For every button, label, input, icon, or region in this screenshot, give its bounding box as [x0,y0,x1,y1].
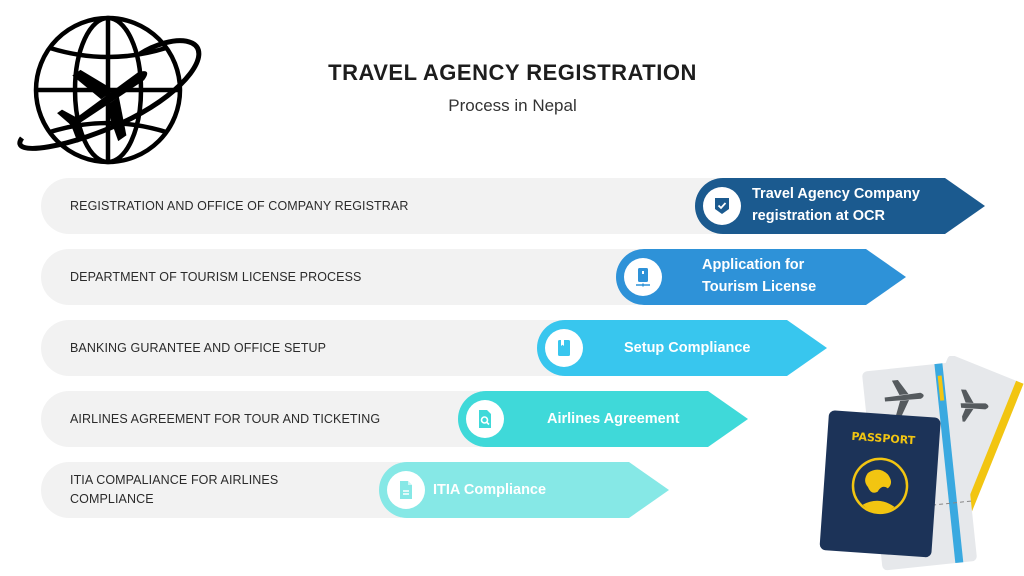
arrow-shape [616,249,906,305]
step-description: REGISTRATION AND OFFICE OF COMPANY REGIS… [70,198,409,213]
step-description-line2: COMPLIANCE [70,492,154,506]
document-icon [400,481,412,499]
step-description: ITIA COMPALIANCE FOR AIRLINES COMPLIANCE [70,471,278,509]
icon-badge [466,400,504,438]
icon-badge [387,471,425,509]
step-description-bar: AIRLINES AGREEMENT FOR TOUR AND TICKETIN… [41,391,481,447]
step-arrow: Setup Compliance [537,320,827,376]
step-row-5: ITIA COMPALIANCE FOR AIRLINES COMPLIANCE… [41,462,669,518]
step-arrow: ITIA Compliance [379,462,669,518]
step-label-line1: Travel Agency Company [752,186,920,202]
arrow-shape [695,178,985,234]
step-description: AIRLINES AGREEMENT FOR TOUR AND TICKETIN… [70,411,381,426]
step-description-bar: ITIA COMPALIANCE FOR AIRLINES COMPLIANCE [41,462,401,518]
page-subtitle: Process in Nepal [448,96,577,115]
arrow-shape [537,320,827,376]
passport-tickets-icon: PASSPORT [819,356,1024,571]
step-description-bar: REGISTRATION AND OFFICE OF COMPANY REGIS… [41,178,721,234]
step-description: DEPARTMENT OF TOURISM LICENSE PROCESS [70,269,362,284]
step-row-1: REGISTRATION AND OFFICE OF COMPANY REGIS… [41,178,986,234]
step-label-line2: Tourism License [702,279,817,295]
step-description-bar: DEPARTMENT OF TOURISM LICENSE PROCESS [41,249,641,305]
arrow-shape [458,391,748,447]
step-label-line1: ITIA Compliance [433,482,547,498]
step-label-line1: Airlines Agreement [547,411,680,427]
step-description-line1: ITIA COMPALIANCE FOR AIRLINES [70,473,279,487]
step-arrow: Travel Agency Company registration at OC… [695,178,985,234]
icon-badge [703,187,741,225]
step-description-bar: BANKING GURANTEE AND OFFICE SETUP [41,320,561,376]
icon-badge [545,329,583,367]
step-label-line1: Application for [702,257,805,273]
mobile-device-icon [636,268,650,287]
step-row-4: AIRLINES AGREEMENT FOR TOUR AND TICKETIN… [41,391,748,447]
shield-check-icon [715,198,729,214]
step-arrow: Airlines Agreement [458,391,748,447]
step-label-line1: Setup Compliance [624,340,751,356]
passport-label: PASSPORT [851,430,916,447]
step-row-3: BANKING GURANTEE AND OFFICE SETUP Setup … [41,320,827,376]
globe-airplane-icon [17,15,202,165]
icon-badge [624,258,662,296]
document-search-icon [479,410,491,428]
step-row-2: DEPARTMENT OF TOURISM LICENSE PROCESS Ap… [41,249,906,305]
arrow-shape [379,462,669,518]
step-arrow: Application for Tourism License [616,249,906,305]
bookmark-book-icon [558,340,570,356]
step-label-line2: registration at OCR [752,208,885,224]
step-description: BANKING GURANTEE AND OFFICE SETUP [70,340,327,355]
page-title: TRAVEL AGENCY REGISTRATION [328,60,697,85]
